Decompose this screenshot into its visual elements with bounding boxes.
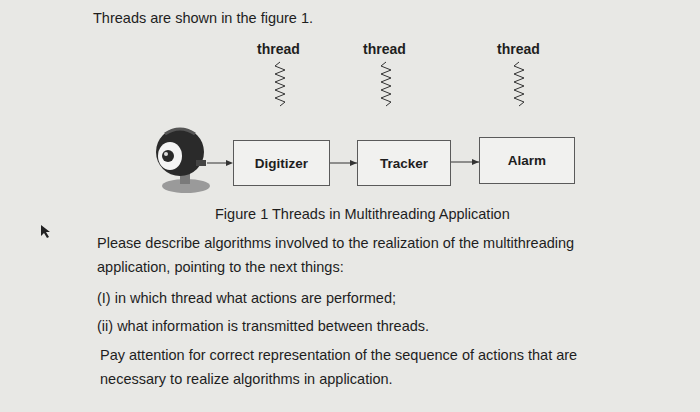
process-box: Alarm (479, 137, 575, 184)
body-text: (ii) what information is transmitted bet… (97, 314, 617, 338)
thread-symbol (275, 62, 285, 106)
thread-label: thread (497, 37, 557, 61)
box-label: Tracker (380, 156, 428, 171)
process-box: Tracker (357, 140, 451, 186)
thread-label: thread (363, 37, 423, 61)
body-text: (I) in which thread what actions are per… (97, 286, 617, 310)
camera-illustration (156, 128, 210, 193)
figure-caption: Figure 1 Threads in Multithreading Appli… (215, 202, 635, 226)
flow-arrow (330, 163, 357, 164)
box-label: Alarm (508, 153, 546, 168)
thread-label: thread (257, 37, 317, 61)
box-label: Digitizer (255, 156, 308, 171)
flow-arrow (451, 162, 479, 163)
camera-arrowhead (226, 160, 233, 166)
body-text: Threads are shown in the figure 1. (93, 6, 513, 30)
camera-arrow (207, 163, 228, 164)
mouse-cursor (41, 225, 50, 238)
process-box: Digitizer (233, 140, 330, 186)
thread-symbol (514, 62, 524, 106)
thread-symbol (381, 62, 391, 106)
body-text: Pay attention for correct representation… (100, 343, 610, 391)
body-text: Please describe algorithms involved to t… (97, 231, 607, 279)
